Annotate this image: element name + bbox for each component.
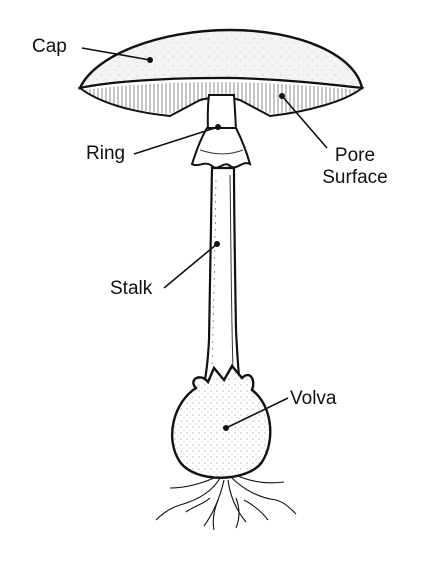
leader-line-volva bbox=[223, 397, 289, 431]
mushroom-roots bbox=[155, 475, 297, 531]
mushroom-volva bbox=[171, 363, 272, 479]
mushroom-cap bbox=[77, 28, 364, 90]
mushroom-ring bbox=[190, 127, 252, 169]
label-cap: Cap bbox=[32, 36, 67, 57]
leader-line-cap bbox=[81, 47, 153, 63]
leader-line-pore-surface bbox=[279, 93, 328, 149]
label-pore-line2: Surface bbox=[322, 167, 388, 188]
label-stalk: Stalk bbox=[110, 278, 153, 299]
label-pore-line1: Pore bbox=[334, 145, 376, 166]
leader-line-ring bbox=[133, 124, 221, 155]
label-volva: Volva bbox=[290, 388, 337, 409]
leader-line-stalk bbox=[163, 241, 220, 289]
label-ring: Ring bbox=[86, 143, 126, 164]
label-pore-surface: Pore Surface bbox=[310, 145, 400, 189]
